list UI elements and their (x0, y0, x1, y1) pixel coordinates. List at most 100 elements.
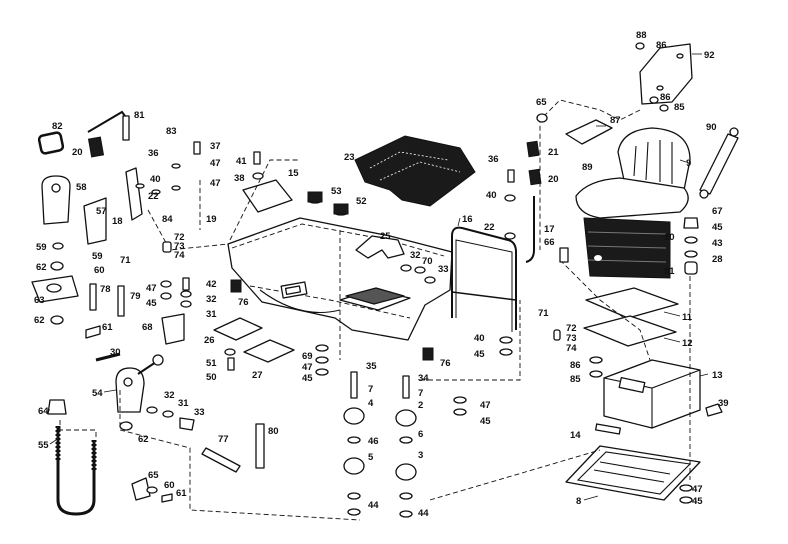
callout-41: 41 (236, 156, 247, 167)
callout-28: 28 (712, 254, 723, 265)
callout-47: 47 (302, 362, 313, 373)
callout-67: 67 (712, 206, 723, 217)
callout-31: 31 (178, 398, 189, 409)
callout-36: 36 (488, 154, 499, 165)
callout-78: 78 (100, 284, 111, 295)
callout-85: 85 (674, 102, 685, 113)
callout-10: 10 (664, 232, 675, 243)
callout-8: 8 (576, 496, 581, 507)
callout-55: 55 (38, 440, 49, 451)
callout-7: 7 (368, 384, 373, 395)
callout-45: 45 (474, 349, 485, 360)
callout-21: 21 (548, 147, 559, 158)
callout-90: 90 (706, 122, 717, 133)
callout-62: 62 (36, 262, 47, 273)
callout-73: 73 (174, 241, 185, 252)
callout-46: 46 (368, 436, 379, 447)
callout-15: 15 (288, 168, 299, 179)
callout-4: 4 (368, 398, 374, 409)
callout-36: 36 (148, 148, 159, 159)
callout-42: 42 (206, 279, 217, 290)
callout-52: 52 (356, 196, 367, 207)
callout-19: 19 (206, 214, 217, 225)
callout-92: 92 (704, 50, 715, 61)
callout-83: 83 (166, 126, 177, 137)
callout-30: 30 (110, 347, 121, 358)
callout-45: 45 (302, 373, 313, 384)
callout-20: 20 (72, 147, 83, 158)
callout-18: 18 (112, 216, 123, 227)
callout-45: 45 (712, 222, 723, 233)
seat-assembly (451, 43, 739, 501)
callout-44: 44 (368, 500, 379, 511)
callout-32: 32 (410, 250, 421, 261)
callout-44: 44 (418, 508, 429, 519)
callout-76: 76 (238, 297, 249, 308)
callout-3: 3 (418, 450, 423, 461)
callout-39: 39 (718, 398, 729, 409)
bracket-25 (355, 235, 405, 259)
callout-63: 63 (34, 295, 45, 306)
callout-40: 40 (486, 190, 497, 201)
callout-81: 81 (134, 110, 145, 121)
callout-62: 62 (34, 315, 45, 326)
callout-72: 72 (566, 323, 577, 334)
callout-69: 69 (302, 351, 313, 362)
callout-59: 59 (92, 251, 103, 262)
callout-47: 47 (210, 158, 221, 169)
callout-70: 70 (422, 256, 433, 267)
callout-50: 50 (206, 372, 217, 383)
left-side-parts (31, 110, 295, 516)
callout-23: 23 (344, 152, 355, 163)
callout-47: 47 (146, 283, 157, 294)
callout-58: 58 (76, 182, 87, 193)
callout-86: 86 (660, 92, 671, 103)
callout-31: 31 (206, 309, 217, 320)
callout-20: 20 (548, 174, 559, 185)
callout-79: 79 (130, 291, 141, 302)
callout-40: 40 (150, 174, 161, 185)
callout-47: 47 (480, 400, 491, 411)
callout-34: 34 (418, 373, 429, 384)
callout-33: 33 (194, 407, 205, 418)
callout-86: 86 (570, 360, 581, 371)
callout-43: 43 (712, 238, 723, 249)
callout-38: 38 (234, 173, 245, 184)
bushings-53-52 (307, 191, 349, 216)
callout-33: 33 (438, 264, 449, 275)
callout-61: 61 (176, 488, 187, 499)
small-hardware (119, 42, 693, 504)
callout-53: 53 (331, 186, 342, 197)
callout-65: 65 (536, 97, 547, 108)
callout-80: 80 (268, 426, 279, 437)
callout-26: 26 (204, 335, 215, 346)
callout-47: 47 (210, 178, 221, 189)
callout-13: 13 (712, 370, 723, 381)
callout-71: 71 (120, 255, 131, 266)
callout-45: 45 (480, 416, 491, 427)
callout-16: 16 (462, 214, 473, 225)
callout-2: 2 (418, 400, 423, 411)
callout-32: 32 (164, 390, 175, 401)
callout-45: 45 (692, 496, 703, 507)
callout-89: 89 (582, 162, 593, 173)
callout-65: 65 (148, 470, 159, 481)
callout-77: 77 (218, 434, 229, 445)
callout-labels: 82 20 81 83 36 37 47 47 41 38 15 23 40 2… (34, 30, 729, 519)
callout-37: 37 (210, 141, 221, 152)
callout-85: 85 (570, 374, 581, 385)
callout-91: 91 (664, 266, 675, 277)
callout-88: 88 (636, 30, 647, 41)
grille-panel (339, 287, 411, 311)
callout-12: 12 (682, 338, 693, 349)
callout-6: 6 (418, 429, 423, 440)
callout-14: 14 (570, 430, 581, 441)
callout-7: 7 (418, 388, 423, 399)
callout-68: 68 (142, 322, 153, 333)
callout-74: 74 (174, 250, 185, 261)
callout-76: 76 (440, 358, 451, 369)
callout-60: 60 (94, 265, 105, 276)
callout-73: 73 (566, 333, 577, 344)
callout-11: 11 (682, 312, 693, 323)
